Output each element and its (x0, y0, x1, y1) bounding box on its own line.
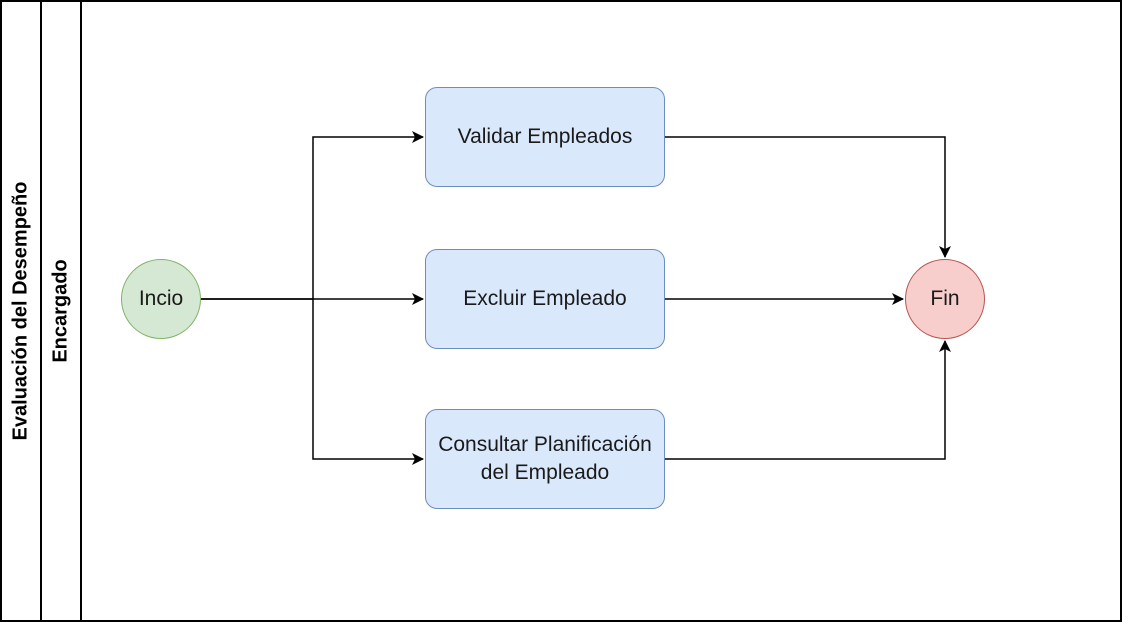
task-label: Validar Empleados (457, 125, 633, 148)
edge-consultar-to-fin (665, 340, 951, 460)
task-validar-empleados[interactable]: Validar Empleados (425, 87, 665, 187)
task-consultar-planificacion[interactable]: Consultar Planificación del Empleado (425, 409, 665, 509)
pool-title: Evaluación del Desempeño (9, 181, 32, 441)
edge-validar-to-fin (665, 136, 951, 258)
task-label: Consultar Planificación del Empleado (438, 433, 652, 484)
end-event[interactable]: Fin (905, 259, 985, 339)
task-label: Excluir Empleado (463, 287, 627, 310)
end-event-label: Fin (930, 287, 960, 310)
start-event[interactable]: Incio (121, 259, 201, 339)
task-excluir-empleado[interactable]: Excluir Empleado (425, 249, 665, 349)
lane-title: Encargado (49, 259, 72, 363)
edge-start-to-consultar (312, 299, 424, 465)
edge-start-to-validar (201, 131, 424, 300)
start-event-label: Incio (138, 287, 184, 310)
